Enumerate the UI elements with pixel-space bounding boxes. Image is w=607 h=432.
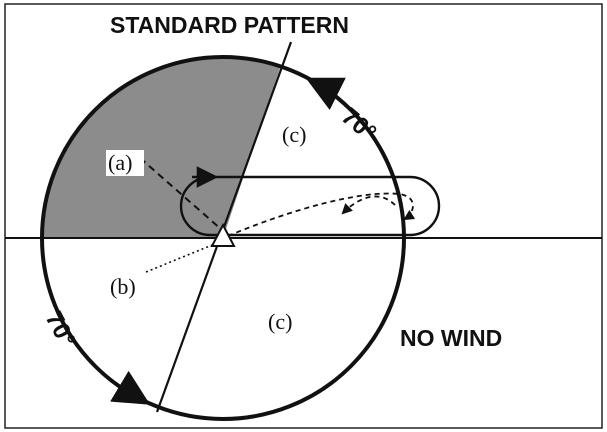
label-a-box — [106, 150, 144, 176]
label-b: (b) — [110, 274, 136, 299]
leader-a-dashed — [139, 157, 223, 231]
label-c-lower: (c) — [268, 309, 292, 334]
teardrop-dashed-path — [227, 192, 416, 237]
circle-arrow-upper — [305, 77, 346, 110]
shaded-sector — [41, 55, 281, 238]
racetrack-pattern — [179, 175, 441, 237]
leader-b-dotted — [145, 240, 223, 273]
label-c-upper: (c) — [282, 122, 306, 147]
circle-arrow-lower — [110, 370, 151, 405]
diagram-title: STANDARD PATTERN — [110, 12, 349, 38]
no-wind-label: NO WIND — [400, 325, 502, 351]
label-a: (a) — [108, 150, 132, 175]
teardrop-inner-dashed-path — [341, 195, 396, 215]
diagram-border — [4, 3, 603, 429]
aircraft-triangle-icon — [210, 222, 236, 247]
angle-label-lower-left: 70° — [40, 307, 81, 352]
